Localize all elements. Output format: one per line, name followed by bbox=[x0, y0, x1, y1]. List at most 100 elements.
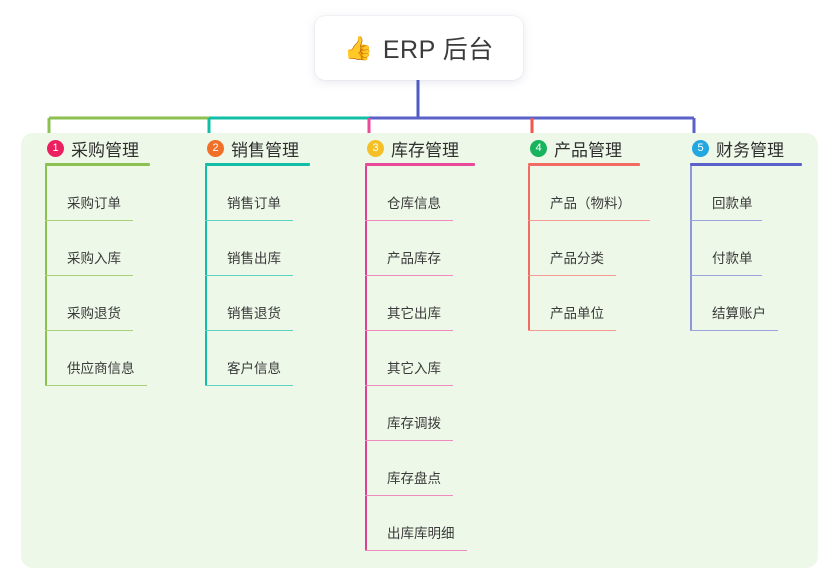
list-item-label: 产品库存 bbox=[387, 251, 441, 266]
column-items-4: 产品（物料） 产品分类产品单位 bbox=[528, 166, 650, 331]
list-item-label: 付款单 bbox=[712, 251, 753, 266]
list-item-rule bbox=[45, 329, 133, 331]
list-item-label: 销售出库 bbox=[227, 251, 281, 266]
list-item-label: 产品（物料） bbox=[550, 196, 631, 211]
list-item[interactable]: 销售订单 bbox=[205, 166, 310, 221]
list-item-label: 客户信息 bbox=[227, 361, 281, 376]
column-5: 5 财务管理回款单付款单结算账户 bbox=[690, 133, 802, 331]
list-item[interactable]: 产品单位 bbox=[528, 276, 640, 331]
thumbs-up-icon: 👍 bbox=[344, 34, 373, 61]
list-item-rule bbox=[45, 384, 147, 386]
list-item-label: 仓库信息 bbox=[387, 196, 441, 211]
column-spine-2 bbox=[205, 166, 207, 386]
column-header-rule-3 bbox=[365, 163, 475, 166]
list-item[interactable]: 付款单 bbox=[690, 221, 802, 276]
list-item-label: 产品分类 bbox=[550, 251, 604, 266]
list-item-label: 供应商信息 bbox=[67, 361, 135, 376]
column-header-rule-4 bbox=[528, 163, 640, 166]
column-header-1[interactable]: 1 采购管理 bbox=[45, 133, 150, 163]
list-item-rule bbox=[365, 549, 467, 551]
list-item[interactable]: 库存盘点 bbox=[365, 441, 475, 496]
list-item-rule bbox=[365, 494, 453, 496]
list-item[interactable]: 供应商信息 bbox=[45, 331, 150, 386]
list-item-rule bbox=[365, 439, 453, 441]
root-node[interactable]: 👍 ERP 后台 bbox=[315, 16, 523, 80]
list-item[interactable]: 采购订单 bbox=[45, 166, 150, 221]
column-header-rule-1 bbox=[45, 163, 150, 166]
list-item[interactable]: 采购退货 bbox=[45, 276, 150, 331]
column-header-3[interactable]: 3 库存管理 bbox=[365, 133, 475, 163]
list-item-rule bbox=[365, 219, 453, 221]
list-item-label: 库存盘点 bbox=[387, 471, 441, 486]
list-item[interactable]: 回款单 bbox=[690, 166, 802, 221]
list-item-rule bbox=[205, 274, 293, 276]
list-item[interactable]: 其它入库 bbox=[365, 331, 475, 386]
list-item-label: 其它出库 bbox=[387, 306, 441, 321]
root-node-content: 👍 ERP 后台 bbox=[344, 30, 494, 66]
list-item-label: 采购退货 bbox=[67, 306, 121, 321]
list-item[interactable]: 结算账户 bbox=[690, 276, 802, 331]
column-badge-5: 5 bbox=[692, 139, 709, 157]
column-title-5: 财务管理 bbox=[716, 140, 784, 160]
list-item[interactable]: 客户信息 bbox=[205, 331, 310, 386]
column-1: 1 采购管理采购订单采购入库采购退货供应商信息 bbox=[45, 133, 150, 386]
column-items-5: 回款单付款单结算账户 bbox=[690, 166, 802, 331]
list-item-rule bbox=[45, 219, 133, 221]
list-item[interactable]: 销售出库 bbox=[205, 221, 310, 276]
list-item-rule bbox=[205, 329, 293, 331]
list-item[interactable]: 仓库信息 bbox=[365, 166, 475, 221]
list-item-label: 库存调拨 bbox=[387, 416, 441, 431]
list-item-rule bbox=[528, 274, 616, 276]
list-item-rule bbox=[528, 329, 616, 331]
list-item-label: 其它入库 bbox=[387, 361, 441, 376]
list-item-rule bbox=[365, 384, 453, 386]
column-header-rule-5 bbox=[690, 163, 802, 166]
column-badge-3: 3 bbox=[367, 139, 384, 157]
list-item-label: 销售订单 bbox=[227, 196, 281, 211]
column-title-3: 库存管理 bbox=[391, 140, 459, 160]
list-item-rule bbox=[205, 219, 293, 221]
list-item-rule bbox=[365, 274, 453, 276]
list-item-label: 结算账户 bbox=[712, 306, 766, 321]
column-title-4: 产品管理 bbox=[554, 140, 622, 160]
list-item-rule bbox=[690, 219, 762, 221]
column-items-1: 采购订单采购入库采购退货供应商信息 bbox=[45, 166, 150, 386]
list-item-rule bbox=[690, 329, 778, 331]
list-item-rule bbox=[528, 219, 650, 221]
column-4: 4 产品管理产品（物料） 产品分类产品单位 bbox=[528, 133, 650, 331]
list-item[interactable]: 产品（物料） bbox=[528, 166, 650, 221]
list-item[interactable]: 销售退货 bbox=[205, 276, 310, 331]
list-item-label: 采购入库 bbox=[67, 251, 121, 266]
list-item[interactable]: 采购入库 bbox=[45, 221, 150, 276]
list-item[interactable]: 库存调拨 bbox=[365, 386, 475, 441]
column-spine-1 bbox=[45, 166, 47, 386]
list-item-rule bbox=[365, 329, 453, 331]
column-badge-1: 1 bbox=[47, 139, 64, 157]
column-spine-3 bbox=[365, 166, 367, 551]
list-item[interactable]: 其它出库 bbox=[365, 276, 475, 331]
list-item-label: 回款单 bbox=[712, 196, 753, 211]
list-item-rule bbox=[205, 384, 293, 386]
column-items-3: 仓库信息产品库存其它出库其它入库库存调拨库存盘点出库库明细 bbox=[365, 166, 475, 551]
column-title-1: 采购管理 bbox=[71, 140, 139, 160]
column-title-2: 销售管理 bbox=[231, 140, 299, 160]
list-item-rule bbox=[45, 274, 133, 276]
column-header-rule-2 bbox=[205, 163, 310, 166]
column-header-5[interactable]: 5 财务管理 bbox=[690, 133, 802, 163]
list-item-label: 产品单位 bbox=[550, 306, 604, 321]
column-spine-5 bbox=[690, 166, 692, 331]
root-title: ERP 后台 bbox=[382, 36, 494, 64]
list-item[interactable]: 出库库明细 bbox=[365, 496, 475, 551]
list-item-label: 销售退货 bbox=[227, 306, 281, 321]
column-items-2: 销售订单销售出库销售退货客户信息 bbox=[205, 166, 310, 386]
list-item-label: 出库库明细 bbox=[387, 526, 455, 541]
column-badge-4: 4 bbox=[530, 139, 547, 157]
list-item[interactable]: 产品库存 bbox=[365, 221, 475, 276]
list-item[interactable]: 产品分类 bbox=[528, 221, 640, 276]
column-3: 3 库存管理仓库信息产品库存其它出库其它入库库存调拨库存盘点出库库明细 bbox=[365, 133, 475, 551]
column-spine-4 bbox=[528, 166, 530, 331]
column-header-4[interactable]: 4 产品管理 bbox=[528, 133, 640, 163]
